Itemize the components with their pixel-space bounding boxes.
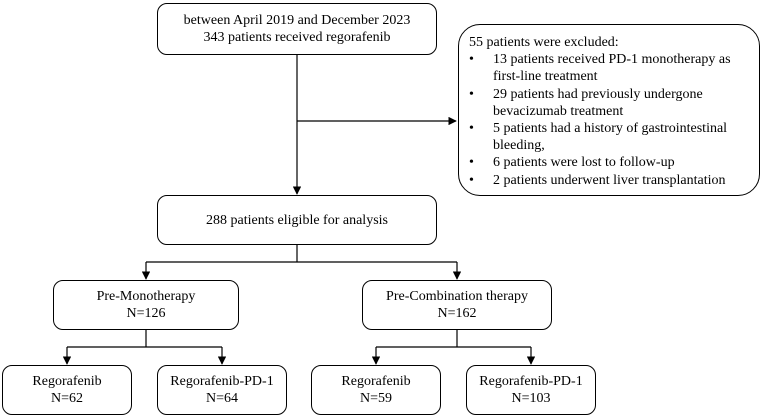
exclusion-item-line-1: 13 patients received PD-1 monotherapy as — [493, 52, 731, 68]
exclusion-item-line-1: 29 patients had previously undergone — [493, 86, 703, 102]
arm-count: N=59 — [359, 391, 392, 406]
exclusion-item-line-2: bevacizumab treatment — [493, 103, 624, 119]
group-count: N=126 — [126, 306, 166, 321]
bullet-icon: • — [469, 172, 474, 188]
exclusion-item-line-1: 2 patients underwent liver transplantati… — [493, 172, 726, 188]
source-box: between April 2019 and December 2023 343… — [157, 3, 437, 55]
exclusion-item: • 2 patients underwent liver transplanta… — [469, 172, 731, 189]
arm-count: N=62 — [50, 391, 83, 406]
exclusion-item-line-2: first-line treatment — [493, 69, 598, 85]
group-box-pre-monotherapy: Pre-Monotherapy N=126 — [53, 280, 239, 330]
exclusion-item: • 29 patients had previously undergone b… — [469, 86, 731, 120]
exclusion-item: • 13 patients received PD-1 monotherapy … — [469, 51, 731, 85]
exclusion-title: 55 patients were excluded: — [469, 35, 619, 50]
arm-label: Regorafenib-PD-1 — [170, 374, 274, 389]
bullet-icon: • — [469, 121, 474, 137]
exclusion-box: 55 patients were excluded: • 13 patients… — [458, 24, 760, 196]
group-box-pre-combination: Pre-Combination therapy N=162 — [362, 280, 552, 330]
exclusion-item-line-1: 5 patients had a history of gastrointest… — [493, 121, 728, 137]
arm-box-combo-regorafenib: Regorafenib N=59 — [311, 365, 441, 415]
source-line-2: 343 patients received regorafenib — [203, 30, 391, 45]
group-count: N=162 — [437, 306, 477, 321]
source-line-1: between April 2019 and December 2023 — [183, 13, 411, 28]
arm-count: N=103 — [511, 391, 551, 406]
arm-box-combo-regorafenib-pd1: Regorafenib-PD-1 N=103 — [466, 365, 596, 415]
exclusion-item: • 5 patients had a history of gastrointe… — [469, 120, 731, 154]
arm-box-mono-regorafenib: Regorafenib N=62 — [2, 365, 132, 415]
group-label: Pre-Combination therapy — [386, 289, 528, 304]
exclusion-list: • 13 patients received PD-1 monotherapy … — [469, 51, 731, 189]
eligible-box: 288 patients eligible for analysis — [157, 195, 437, 245]
bullet-icon: • — [469, 52, 474, 68]
eligible-label: 288 patients eligible for analysis — [206, 212, 388, 228]
arm-count: N=64 — [205, 391, 238, 406]
arm-label: Regorafenib — [32, 374, 102, 389]
exclusion-item: • 6 patients were lost to follow-up — [469, 154, 731, 171]
arm-box-mono-regorafenib-pd1: Regorafenib-PD-1 N=64 — [157, 365, 287, 415]
exclusion-item-line-1: 6 patients were lost to follow-up — [493, 155, 675, 171]
group-label: Pre-Monotherapy — [96, 289, 196, 304]
arm-label: Regorafenib-PD-1 — [479, 374, 583, 389]
arm-label: Regorafenib — [341, 374, 411, 389]
bullet-icon: • — [469, 86, 474, 102]
exclusion-item-line-2: bleeding, — [493, 138, 545, 154]
bullet-icon: • — [469, 155, 474, 171]
